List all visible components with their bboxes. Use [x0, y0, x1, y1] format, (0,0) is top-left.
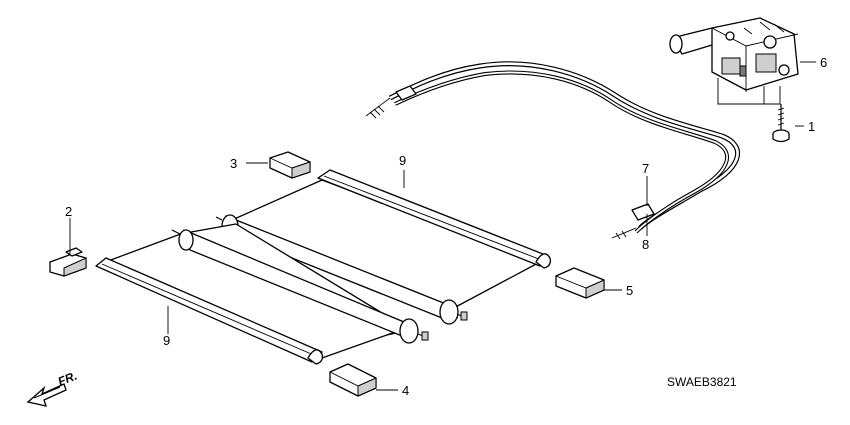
callout-9-top: 9 — [399, 153, 406, 168]
clip-part-3 — [269, 151, 311, 179]
front-direction-arrow-icon — [26, 383, 67, 407]
callout-4: 4 — [402, 383, 409, 398]
clip-part-2 — [49, 247, 87, 277]
sunshade-motor — [669, 17, 799, 92]
callout-6: 6 — [820, 55, 827, 70]
mounting-screw — [772, 104, 790, 143]
drive-cable — [365, 61, 741, 240]
callout-8: 8 — [642, 237, 649, 252]
diagram-code: SWAEB3821 — [667, 375, 737, 389]
upper-sunshade-assembly — [215, 169, 552, 325]
callout-5: 5 — [626, 283, 633, 298]
front-label: FR. — [56, 369, 79, 389]
lower-sunshade-assembly — [95, 223, 429, 365]
callout-3: 3 — [230, 156, 237, 171]
clip-part-4 — [329, 363, 377, 397]
callout-1: 1 — [808, 119, 815, 134]
callout-7: 7 — [642, 161, 649, 176]
callout-2: 2 — [65, 204, 72, 219]
callout-9-bottom: 9 — [163, 333, 170, 348]
leader-lines — [69, 61, 816, 391]
clip-part-5 — [555, 267, 605, 299]
